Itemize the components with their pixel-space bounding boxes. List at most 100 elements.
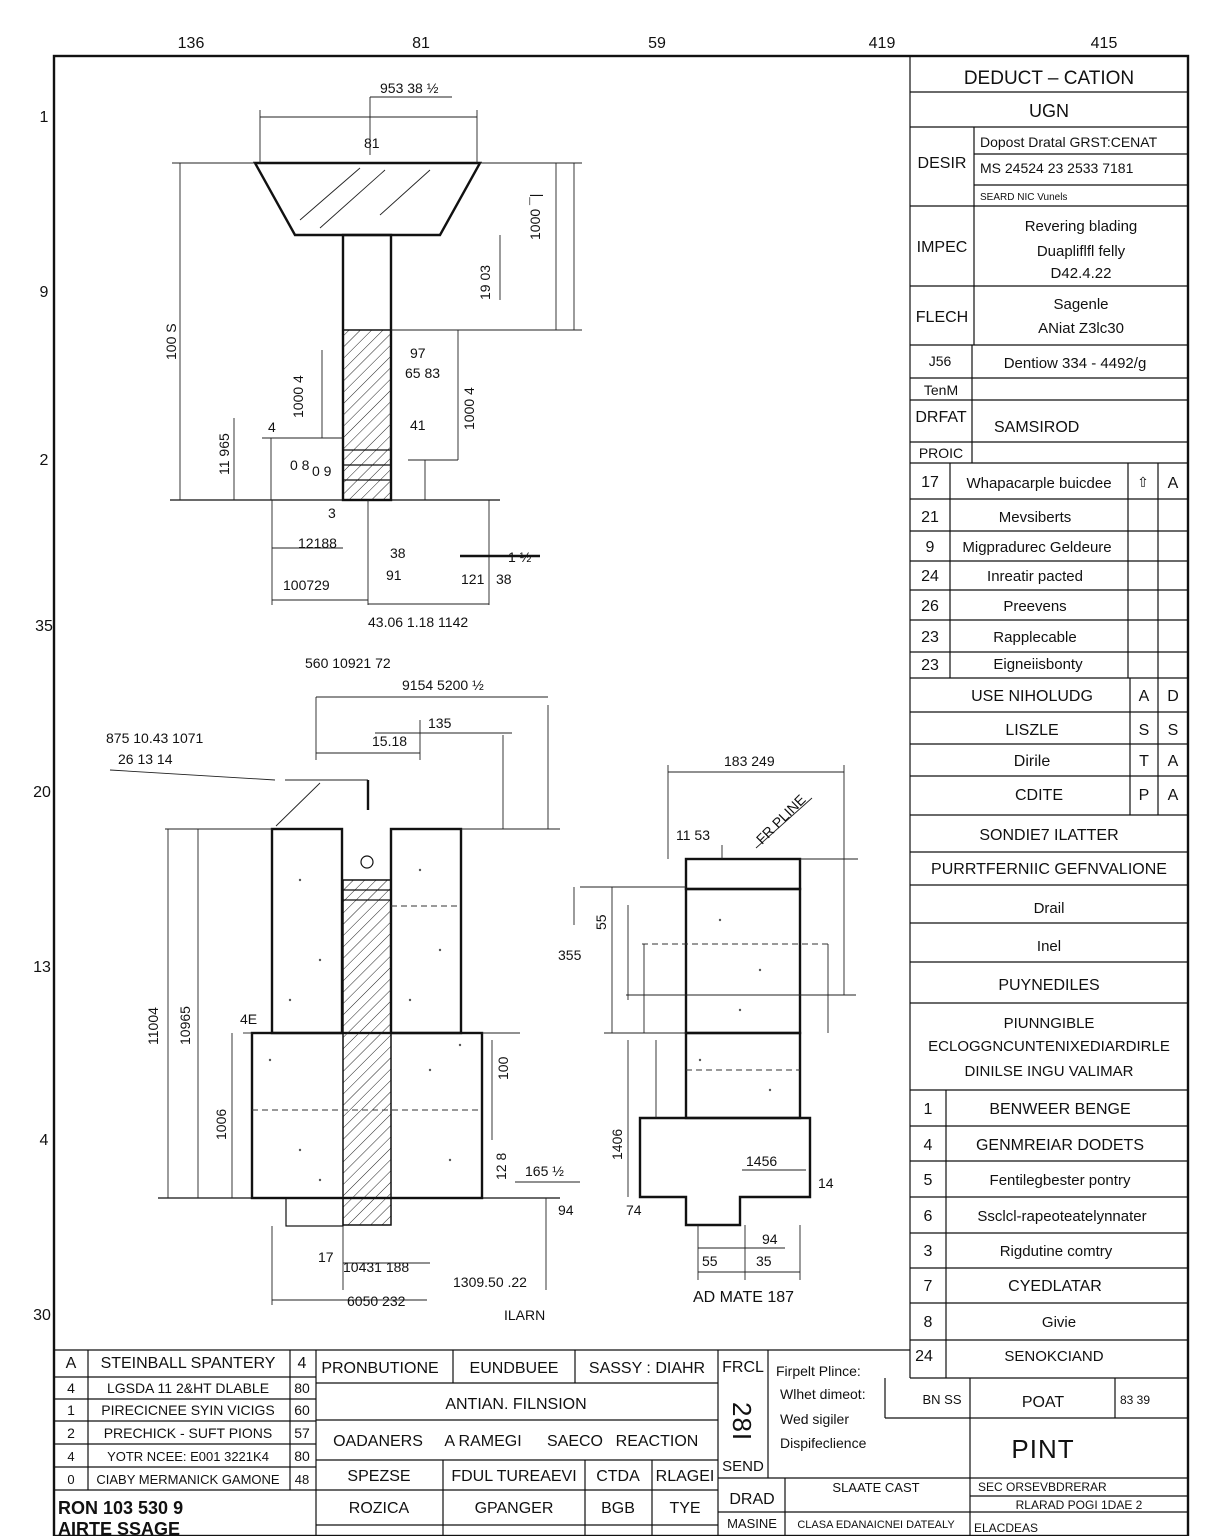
revision-row: 24 Inreatir pacted — [921, 568, 1083, 585]
title-header: DEDUCT – CATION — [964, 68, 1134, 89]
side-reference-numbers: 1 9 2 35 20 13 4 30 — [33, 109, 53, 1324]
bn-label: BN SS — [922, 1392, 961, 1407]
dim-text: 14 — [818, 1175, 834, 1191]
pint-label: PINT — [1011, 1434, 1074, 1464]
mid-col: FDUL TUREAEVI — [451, 1468, 576, 1485]
part-row: 8 Givie — [924, 1314, 1077, 1331]
drad-label: DRAD — [729, 1491, 774, 1508]
dim-text: 19 03 — [477, 265, 493, 300]
part-num: 1 — [924, 1101, 933, 1118]
upper-right-column — [389, 827, 463, 1035]
dim-text: 121 — [461, 571, 485, 587]
part-row: 1 BENWEER BENGE — [924, 1101, 1131, 1118]
flech-label: FLECH — [916, 309, 968, 326]
dim-text: 1000 4 — [461, 387, 477, 430]
dim-text: 1000 ¯| — [527, 194, 543, 240]
desir-line: MS 24524 23 2533 7181 — [980, 160, 1134, 176]
revision-row: 17 Whapacarple buicdee ⇧ A — [921, 474, 1179, 492]
note-line: Drail — [1034, 900, 1065, 917]
bom-c2: PRECHICK - SUFT PIONS — [104, 1425, 273, 1441]
note-multi-line: PIUNNGIBLE — [1004, 1015, 1095, 1032]
dim-text: 165 ½ — [525, 1163, 564, 1179]
dim-text: 65 83 — [405, 365, 440, 381]
use-label: Dirile — [1014, 753, 1051, 770]
mid-row-cell: OADANERS — [333, 1433, 423, 1450]
use-c1: P — [1139, 787, 1150, 804]
top-part-view: 953 38 ½ 81 1000 ¯| 19 03 100 S 11 965 4… — [163, 80, 582, 630]
part-num: 7 — [924, 1278, 933, 1295]
side-code: 28I — [727, 1402, 757, 1441]
note-multi-line: DINILSE INGU VALIMAR — [965, 1063, 1134, 1080]
use-row: CDITE P A — [1015, 787, 1179, 804]
bom-c3: 4 — [298, 1355, 307, 1372]
note-line: PURRTFERNIIC GEFNVALIONE — [931, 861, 1167, 878]
part-num: 3 — [924, 1243, 933, 1260]
desir-line: Dopost Dratal GRST:CENAT — [980, 134, 1158, 150]
bom-c3: 48 — [295, 1472, 309, 1487]
part-row: 4 GENMREIAR DODETS — [924, 1137, 1144, 1154]
center-shaft-hatched — [342, 879, 392, 1226]
part-desc: Fentilegbester pontry — [990, 1172, 1131, 1189]
bom-row: 4 YOTR NCEE: E001 3221K4 80 — [67, 1448, 310, 1464]
bom-c2: YOTR NCEE: E001 3221K4 — [107, 1449, 269, 1464]
part-desc: CYEDLATAR — [1008, 1278, 1102, 1295]
view-label: AD MATE 187 — [693, 1289, 794, 1306]
mid-col: CTDA — [596, 1468, 640, 1485]
bom-c3: 57 — [294, 1425, 310, 1441]
impec-line: D42.4.22 — [1051, 265, 1112, 282]
top-number: 136 — [178, 35, 205, 52]
bom-c3: 80 — [294, 1380, 310, 1396]
base-foot — [285, 1197, 344, 1227]
mid-header: EUNDBUEE — [470, 1360, 559, 1377]
middle-left-part-view: 560 10921 72 9154 5200 ½ 135 15.18 875 1… — [106, 655, 580, 1323]
notes-line: Wed sigiler — [780, 1411, 849, 1427]
side-top-cap — [684, 857, 802, 891]
dim-text: 35 — [756, 1253, 772, 1269]
side-number: 35 — [35, 618, 53, 635]
rev-num: 17 — [921, 474, 939, 491]
side-number: 4 — [40, 1132, 49, 1149]
dim-text: 0 8 — [290, 457, 310, 473]
side-number: 9 — [40, 284, 49, 301]
use-c2: S — [1168, 722, 1179, 739]
dim-text: 94 — [558, 1202, 574, 1218]
mid-val: GPANGER — [475, 1500, 554, 1517]
side-base — [638, 1116, 812, 1227]
drawing-frame — [52, 54, 1190, 1536]
notes-line: Firpelt Plince: — [776, 1363, 861, 1379]
part-num: 6 — [924, 1208, 933, 1225]
dim-text: 1456 — [746, 1153, 777, 1169]
bom-row: 4 LGSDA 11 2&HT DLABLE 80 — [67, 1380, 310, 1396]
impec-line: Revering blading — [1025, 218, 1138, 235]
drfat-value: SAMSIROD — [994, 419, 1079, 436]
side-number: 13 — [33, 959, 51, 976]
use-row: Dirile T A — [1014, 753, 1179, 770]
use-c2: A — [1168, 787, 1179, 804]
rlarad-label: RLARAD POGI 1DAE 2 — [1016, 1498, 1143, 1512]
bom-c1: 4 — [67, 1380, 75, 1396]
note-line: SONDIE7 ILATTER — [979, 827, 1118, 844]
leader-line — [109, 769, 276, 781]
top-number: 419 — [869, 35, 896, 52]
bom-row: 1 PIRECICNEE SYIN VICIGS 60 — [67, 1402, 310, 1418]
use-c1: S — [1139, 722, 1150, 739]
dim-text: 94 — [762, 1231, 778, 1247]
dim-text: 3 — [328, 505, 336, 521]
mid-col: RLAGEI — [656, 1468, 715, 1485]
dim-text: 38 — [390, 545, 406, 561]
revision-row: 23 Eigneiisbonty — [921, 656, 1083, 674]
dim-text: FR PLINE — [753, 791, 809, 847]
dim-text: 135 — [428, 715, 452, 731]
dim-text: 17 — [318, 1249, 334, 1265]
side-number: 30 — [33, 1307, 51, 1324]
part-row: 24 SENOKCIAND — [915, 1348, 1104, 1365]
notes-line: Dispifeclience — [780, 1435, 867, 1451]
dim-text: 11 965 — [216, 433, 232, 475]
dim-text: 4E — [240, 1011, 257, 1027]
revision-row: 26 Preevens — [921, 598, 1067, 615]
dim-text: 1309.50 .22 — [453, 1274, 527, 1290]
dim-text: 6050 232 — [347, 1293, 406, 1309]
use-label: USE NIHOLUDG — [971, 688, 1093, 705]
dim-text: 97 — [410, 345, 426, 361]
